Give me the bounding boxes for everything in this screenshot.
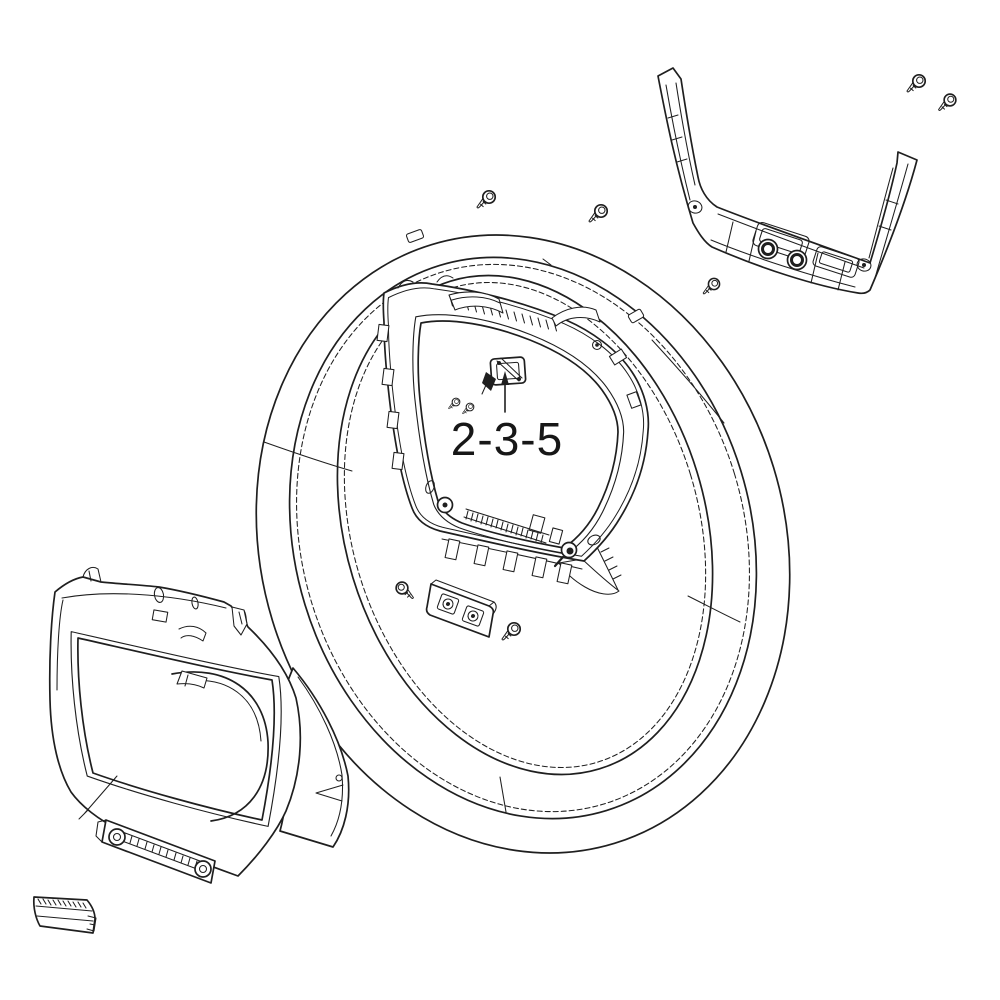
panel-bottom-strip xyxy=(95,819,216,884)
screw-icon xyxy=(395,581,415,600)
bracket-bosses xyxy=(757,238,808,271)
door-opening xyxy=(417,320,619,549)
panel-top-details xyxy=(82,566,248,642)
panel-opening xyxy=(77,637,276,821)
drum-curve xyxy=(171,670,269,822)
cover-rim-tabs xyxy=(405,229,645,324)
screw-icon xyxy=(476,189,497,209)
screw-icon xyxy=(937,93,957,112)
screw-icon xyxy=(588,203,609,223)
bracket-hole xyxy=(436,593,460,615)
bracket-hole xyxy=(461,605,485,627)
front-cover-panel xyxy=(255,229,791,854)
frame-bottom-tabs xyxy=(444,514,573,585)
callout-label: 2-3-5 xyxy=(451,413,563,465)
bracket-rib-lines xyxy=(665,82,909,291)
control-panel-support-bracket xyxy=(657,67,918,295)
two-hole-mounting-bracket xyxy=(395,579,522,641)
door-opening-frame xyxy=(376,275,650,595)
ribbed-end-cap xyxy=(32,896,97,934)
door-inner-frame-panel xyxy=(48,566,350,884)
frame-screw-bosses xyxy=(425,480,601,568)
screw-icon xyxy=(702,277,721,295)
panel-seam xyxy=(78,775,118,820)
frame-right-clips xyxy=(591,339,642,409)
screw-icon xyxy=(501,621,522,641)
bracket-end-holes xyxy=(687,200,872,272)
opening-chamfer-line xyxy=(412,314,625,555)
frame-left-clips xyxy=(376,323,405,471)
screw-icon xyxy=(906,73,927,93)
cover-seam-lines xyxy=(263,339,741,813)
callout-group: 2-3-5 xyxy=(448,356,563,465)
loose-screws xyxy=(476,73,957,295)
frame-bottom-hatch-strip xyxy=(463,508,550,544)
panel-chamfer-line xyxy=(70,631,282,827)
frame-strike-pocket xyxy=(448,291,601,327)
callout-clip-bracket xyxy=(481,356,527,395)
bracket-cutout xyxy=(812,246,860,278)
callout-arrow xyxy=(501,371,509,413)
frame-top-ears xyxy=(397,275,454,289)
